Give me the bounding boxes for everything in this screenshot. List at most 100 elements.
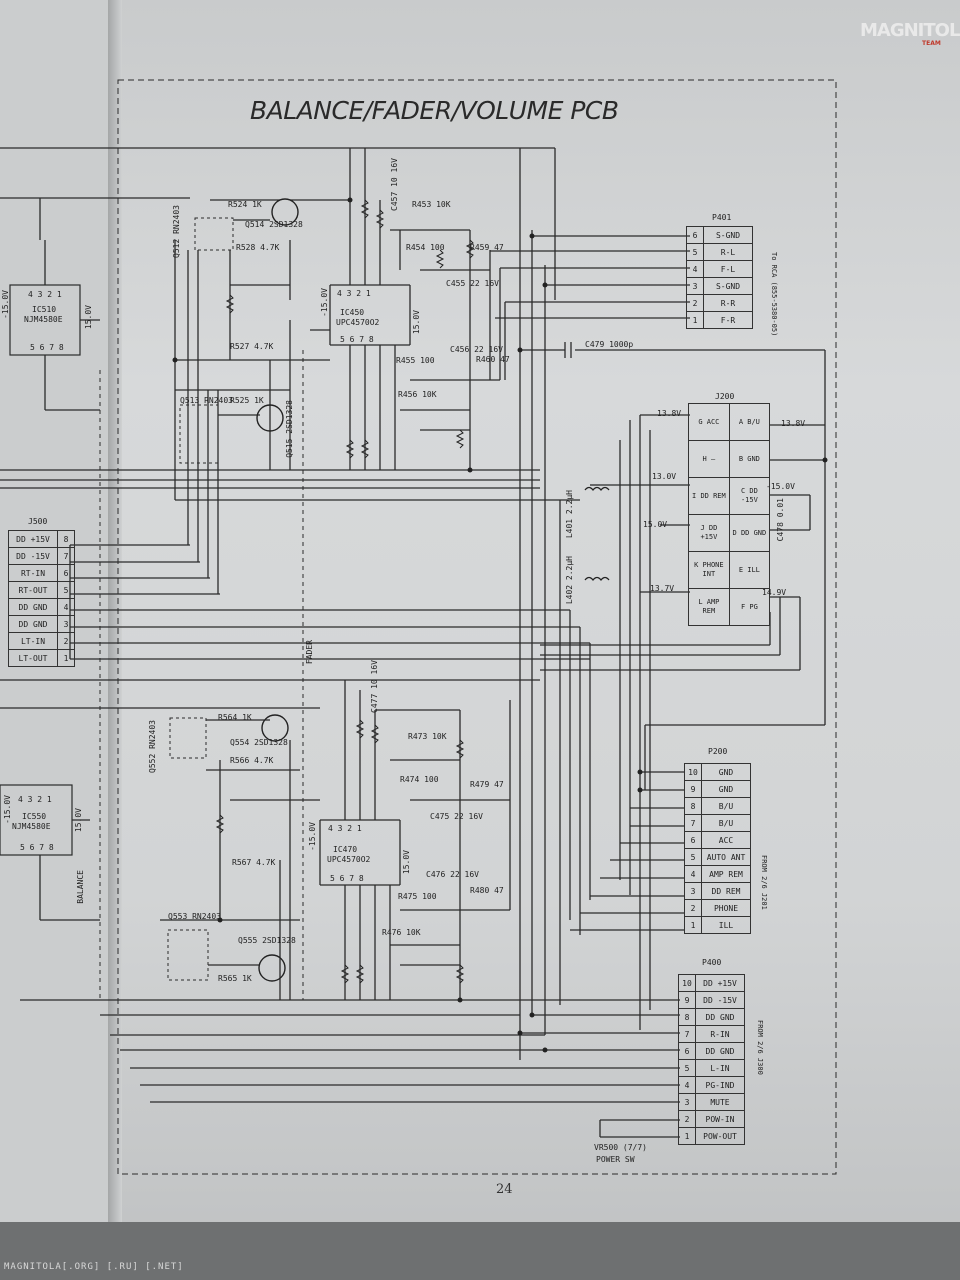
pin-signal: DD -15V <box>695 991 745 1009</box>
pin-signal: R-IN <box>695 1025 745 1043</box>
pin-cell: I DD REM <box>688 477 730 515</box>
r456-label: R456 10K <box>398 390 437 399</box>
pin-number: 3 <box>686 277 704 295</box>
j200-voltage-1: 13.8V <box>657 409 682 418</box>
pin-number: 8 <box>57 530 75 548</box>
ic470-name: IC470 <box>333 845 358 854</box>
ic470-pins-top: 4 3 2 1 <box>328 824 362 833</box>
q514-label: Q514 2SD1328 <box>245 220 303 229</box>
r566-label: R566 4.7K <box>230 756 274 765</box>
j200-voltage-7: 14.9V <box>762 588 787 597</box>
c475-label: C475 22 16V <box>430 812 483 821</box>
footer-watermark: MAGNITOLA[.ORG] [.RU] [.NET] <box>4 1262 184 1272</box>
q512-label: Q512 RN2403 <box>172 205 181 258</box>
c476-label: C476 22 16V <box>426 870 479 879</box>
ic450-pins-top: 4 3 2 1 <box>337 289 371 298</box>
r459-label: R459 47 <box>470 243 504 252</box>
pin-signal: ILL <box>701 916 751 934</box>
pin-number: 2 <box>686 294 704 312</box>
j200-voltage-6: 13.7V <box>650 584 675 593</box>
r476-label: R476 10K <box>382 928 421 937</box>
pin-number: 7 <box>684 814 702 832</box>
pin-signal: RT-IN <box>8 564 58 582</box>
site-logo-sub: TEAM <box>922 40 941 47</box>
page-number: 24 <box>496 1182 513 1197</box>
pin-number: 8 <box>684 797 702 815</box>
pin-signal: B/U <box>701 797 751 815</box>
pin-number: 6 <box>678 1042 696 1060</box>
p401-label: P401 <box>712 213 732 222</box>
pin-signal: RT-OUT <box>8 581 58 599</box>
ic510-name: IC510 <box>32 305 57 314</box>
pin-number: 4 <box>684 865 702 883</box>
pin-number: 4 <box>686 260 704 278</box>
fader-label: FADER <box>305 640 314 665</box>
ic510-v2: 15.0V <box>84 305 93 330</box>
pin-signal: F-L <box>703 260 753 278</box>
r474-label: R474 100 <box>400 775 439 784</box>
pin-number: 2 <box>678 1110 696 1128</box>
q554-label: Q554 2SD1328 <box>230 738 288 747</box>
pin-cell: L AMP REM <box>688 588 730 626</box>
pin-number: 5 <box>678 1059 696 1077</box>
c457-label: C457 10 16V <box>390 158 399 211</box>
pin-signal: MUTE <box>695 1093 745 1111</box>
j200-voltage-3: 13.0V <box>652 472 677 481</box>
pin-signal: PG-IND <box>695 1076 745 1094</box>
r565-label: R565 1K <box>218 974 252 983</box>
q552-label: Q552 RN2403 <box>148 720 157 773</box>
pin-number: 7 <box>57 547 75 565</box>
pin-number: 3 <box>684 882 702 900</box>
pin-signal: AUTO ANT <box>701 848 751 866</box>
pin-cell: A B/U <box>728 403 771 441</box>
pin-number: 4 <box>678 1076 696 1094</box>
pin-signal: R-L <box>703 243 753 261</box>
r479-label: R479 47 <box>470 780 504 789</box>
pin-number: 7 <box>678 1025 696 1043</box>
vr500-label: VR500 (7/7) <box>594 1143 647 1152</box>
c479-label: C479 1000p <box>585 340 634 349</box>
p200-label: P200 <box>708 747 728 756</box>
pin-number: 1 <box>678 1127 696 1145</box>
pin-number: 5 <box>57 581 75 599</box>
r524-label: R524 1K <box>228 200 262 209</box>
ic550-pins-top: 4 3 2 1 <box>18 795 52 804</box>
pin-signal: DD REM <box>701 882 751 900</box>
pin-signal: DD +15V <box>695 974 745 992</box>
ic470-pins-bot: 5 6 7 8 <box>330 874 364 883</box>
q513-label: Q513 RN2403 <box>180 396 233 405</box>
pin-signal: DD +15V <box>8 530 58 548</box>
q515-label: Q515 2SD1328 <box>285 400 294 458</box>
ic510-pins-top: 4 3 2 1 <box>28 290 62 299</box>
ic450-name: IC450 <box>340 308 365 317</box>
ic510-pins-bot: 5 6 7 8 <box>30 343 64 352</box>
p400-label: P400 <box>702 958 722 967</box>
pin-cell: E ILL <box>728 551 771 589</box>
background-surface <box>0 1222 960 1280</box>
q555-label: Q555 2SD1328 <box>238 936 296 945</box>
